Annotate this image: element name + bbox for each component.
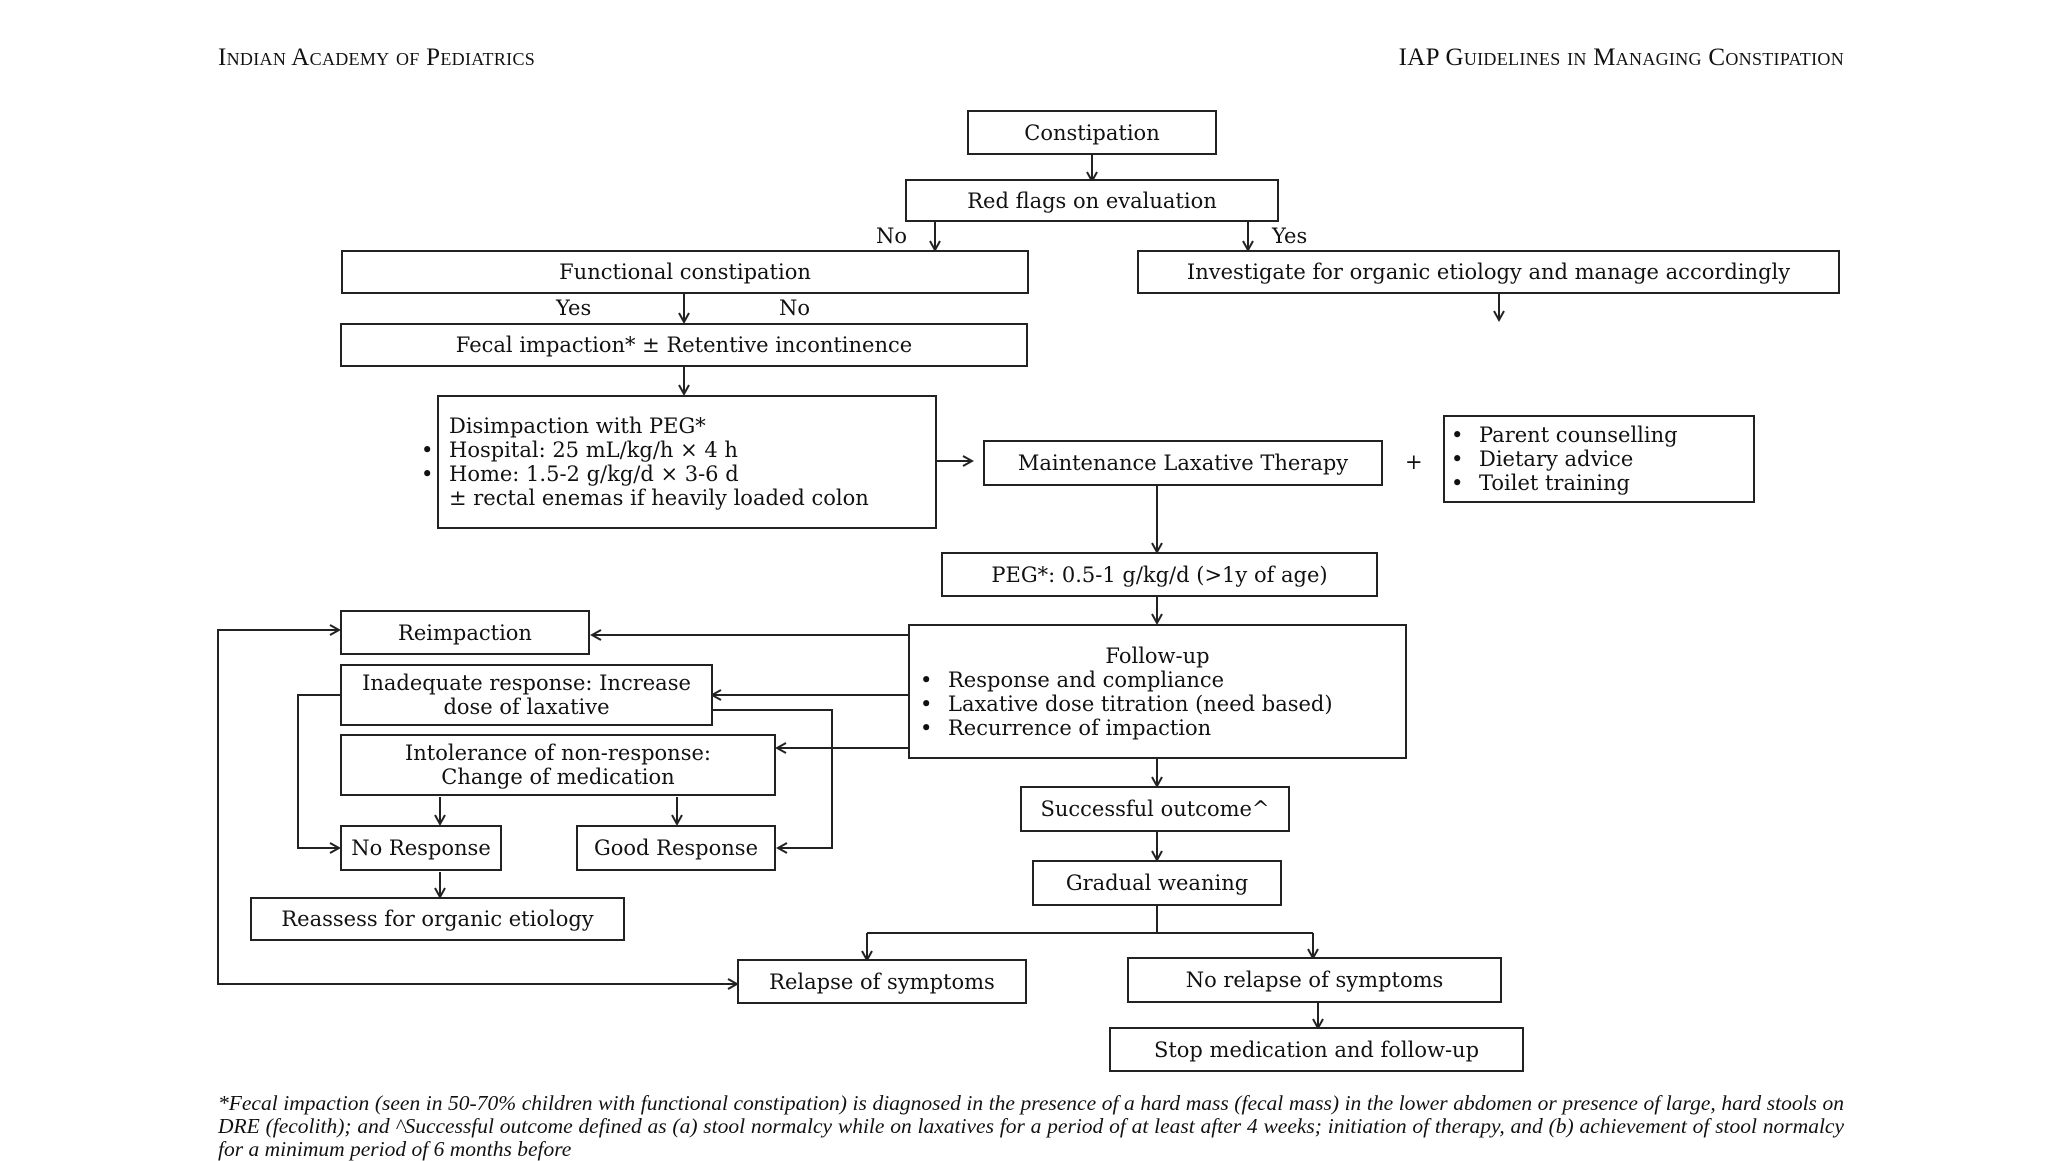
inadequate-line-2: dose of laxative — [443, 695, 610, 719]
box-disimpaction: Disimpaction with PEG* Hospital: 25 mL/k… — [421, 395, 937, 529]
arrow-inadequate-noresponse — [297, 694, 340, 848]
box-functional-constipation: Functional constipation — [341, 250, 1029, 294]
box-gradual-weaning: Gradual weaning — [1032, 860, 1282, 906]
supportive-item-toilet: Toilet training — [1449, 471, 1678, 495]
followup-list: Response and compliance Laxative dose ti… — [918, 668, 1397, 740]
box-peg-dose: PEG*: 0.5-1 g/kg/d (>1y of age) — [941, 552, 1378, 597]
followup-item-recurrence: Recurrence of impaction — [918, 716, 1397, 740]
label-plus: + — [1405, 450, 1423, 474]
inadequate-line-1: Inadequate response: Increase — [362, 671, 691, 695]
supportive-item-counselling: Parent counselling — [1449, 423, 1678, 447]
box-intolerance: Intolerance of non-response: Change of m… — [340, 734, 776, 796]
box-investigate-organic: Investigate for organic etiology and man… — [1137, 250, 1840, 294]
box-inadequate-response: Inadequate response: Increase dose of la… — [340, 664, 713, 726]
followup-item-response: Response and compliance — [918, 668, 1397, 692]
box-red-flags: Red flags on evaluation — [905, 179, 1279, 222]
arrow-inadequate-good — [712, 709, 833, 848]
label-no-redflags: No — [876, 224, 908, 248]
box-maintenance-laxative: Maintenance Laxative Therapy — [983, 440, 1383, 486]
label-yes-redflags: Yes — [1272, 224, 1308, 248]
label-no-functional: No — [779, 296, 811, 320]
followup-item-titration: Laxative dose titration (need based) — [918, 692, 1397, 716]
box-fecal-impaction: Fecal impaction* ± Retentive incontinenc… — [340, 323, 1028, 367]
followup-title: Follow-up — [1105, 643, 1210, 668]
disimpaction-title: Disimpaction with PEG* — [449, 414, 706, 438]
supportive-item-dietary: Dietary advice — [1449, 447, 1678, 471]
disimpaction-list: Hospital: 25 mL/kg/h × 4 h Home: 1.5-2 g… — [419, 438, 739, 486]
box-reimpaction: Reimpaction — [340, 610, 590, 655]
intolerance-line-2: Change of medication — [441, 765, 675, 789]
box-followup: Follow-up Response and compliance Laxati… — [908, 624, 1407, 759]
box-relapse: Relapse of symptoms — [737, 959, 1027, 1004]
disimpaction-item-home: Home: 1.5-2 g/kg/d × 3-6 d — [419, 462, 739, 486]
supportive-list: Parent counselling Dietary advice Toilet… — [1449, 423, 1678, 495]
box-no-relapse: No relapse of symptoms — [1127, 957, 1502, 1003]
box-stop-medication: Stop medication and follow-up — [1109, 1027, 1524, 1072]
disimpaction-item-hospital: Hospital: 25 mL/kg/h × 4 h — [419, 438, 739, 462]
box-reassess: Reassess for organic etiology — [250, 897, 625, 941]
disimpaction-footer: ± rectal enemas if heavily loaded colon — [449, 486, 869, 510]
box-good-response: Good Response — [576, 825, 776, 871]
footnote: *Fecal impaction (seen in 50-70% childre… — [218, 1091, 1844, 1161]
intolerance-line-1: Intolerance of non-response: — [404, 741, 711, 765]
box-constipation: Constipation — [967, 110, 1217, 155]
box-supportive-care: Parent counselling Dietary advice Toilet… — [1443, 415, 1755, 503]
box-successful-outcome: Successful outcome^ — [1020, 786, 1290, 832]
label-yes-functional: Yes — [556, 296, 592, 320]
header-left: Indian Academy of Pediatrics — [218, 44, 536, 71]
box-no-response: No Response — [340, 825, 502, 871]
header-right: IAP Guidelines in Managing Constipation — [1398, 44, 1844, 71]
